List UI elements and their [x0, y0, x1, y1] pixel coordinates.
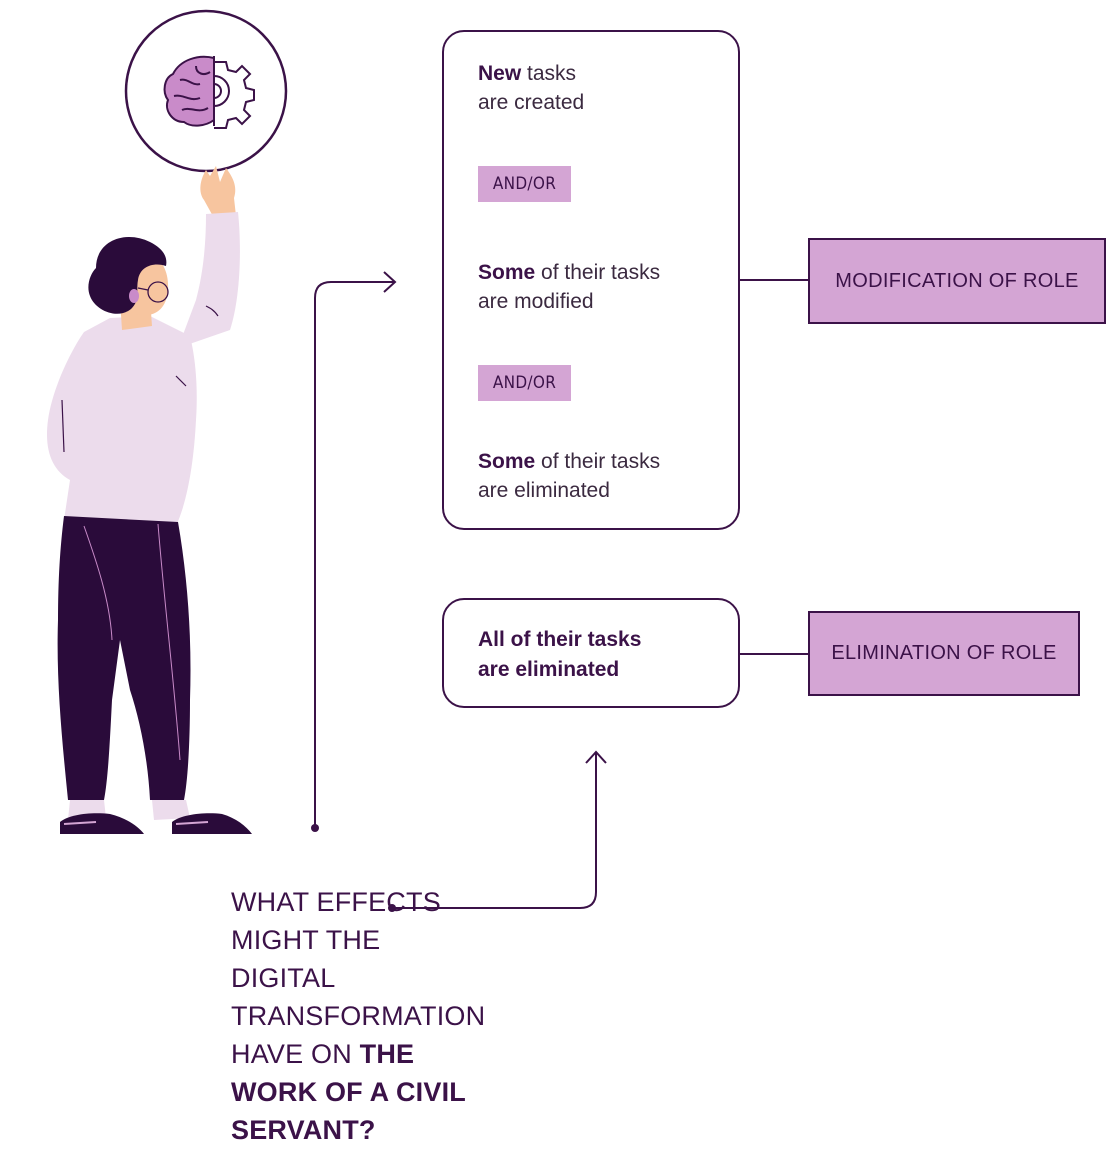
eliminated-tasks-line2: are eliminated [478, 479, 610, 502]
connector-to-tasks [311, 271, 397, 832]
person-illustration [46, 166, 252, 834]
modified-tasks-rest: of their tasks [535, 261, 661, 284]
new-tasks-rest: tasks [521, 62, 577, 85]
question-line2-normal: TRANSFORMATION HAVE ON [231, 1001, 486, 1069]
task-changes-box [442, 30, 740, 530]
modified-tasks-bold: Some [478, 261, 536, 284]
all-tasks-text: All of their tasks are eliminated [478, 625, 641, 685]
modification-of-role-box: MODIFICATION OF ROLE [808, 238, 1106, 324]
elimination-of-role-box: ELIMINATION OF ROLE [808, 611, 1080, 696]
new-tasks-bold: New [478, 62, 522, 85]
question-line1: WHAT EFFECTS MIGHT THE DIGITAL [231, 887, 441, 993]
all-tasks-line1: All of their tasks [478, 628, 642, 651]
new-tasks-line2: are created [478, 91, 585, 114]
eliminated-tasks-bold: Some [478, 450, 536, 473]
question-line2-strong: THE [359, 1039, 415, 1069]
eliminated-tasks-text: Some of their tasks are eliminated [478, 447, 660, 505]
illustration-layer [46, 9, 808, 912]
modified-tasks-line2: are modified [478, 290, 594, 313]
modified-tasks-text: Some of their tasks are modified [478, 258, 660, 316]
new-tasks-text: New tasks are created [478, 59, 584, 117]
question-line3-strong: WORK OF A CIVIL SERVANT? [231, 1077, 466, 1145]
all-tasks-line2: are eliminated [478, 658, 620, 681]
eliminated-tasks-rest: of their tasks [535, 450, 661, 473]
andor-badge-2: AND/OR [478, 365, 571, 401]
brain-gear-icon [124, 9, 288, 173]
question-text: WHAT EFFECTS MIGHT THE DIGITAL TRANSFORM… [231, 883, 491, 1149]
all-tasks-box [442, 598, 740, 708]
andor-badge-1: AND/OR [478, 166, 571, 202]
connector-to-elimination [388, 750, 607, 912]
diagram-canvas: New tasks are created AND/OR Some of the… [46, 9, 1106, 1145]
